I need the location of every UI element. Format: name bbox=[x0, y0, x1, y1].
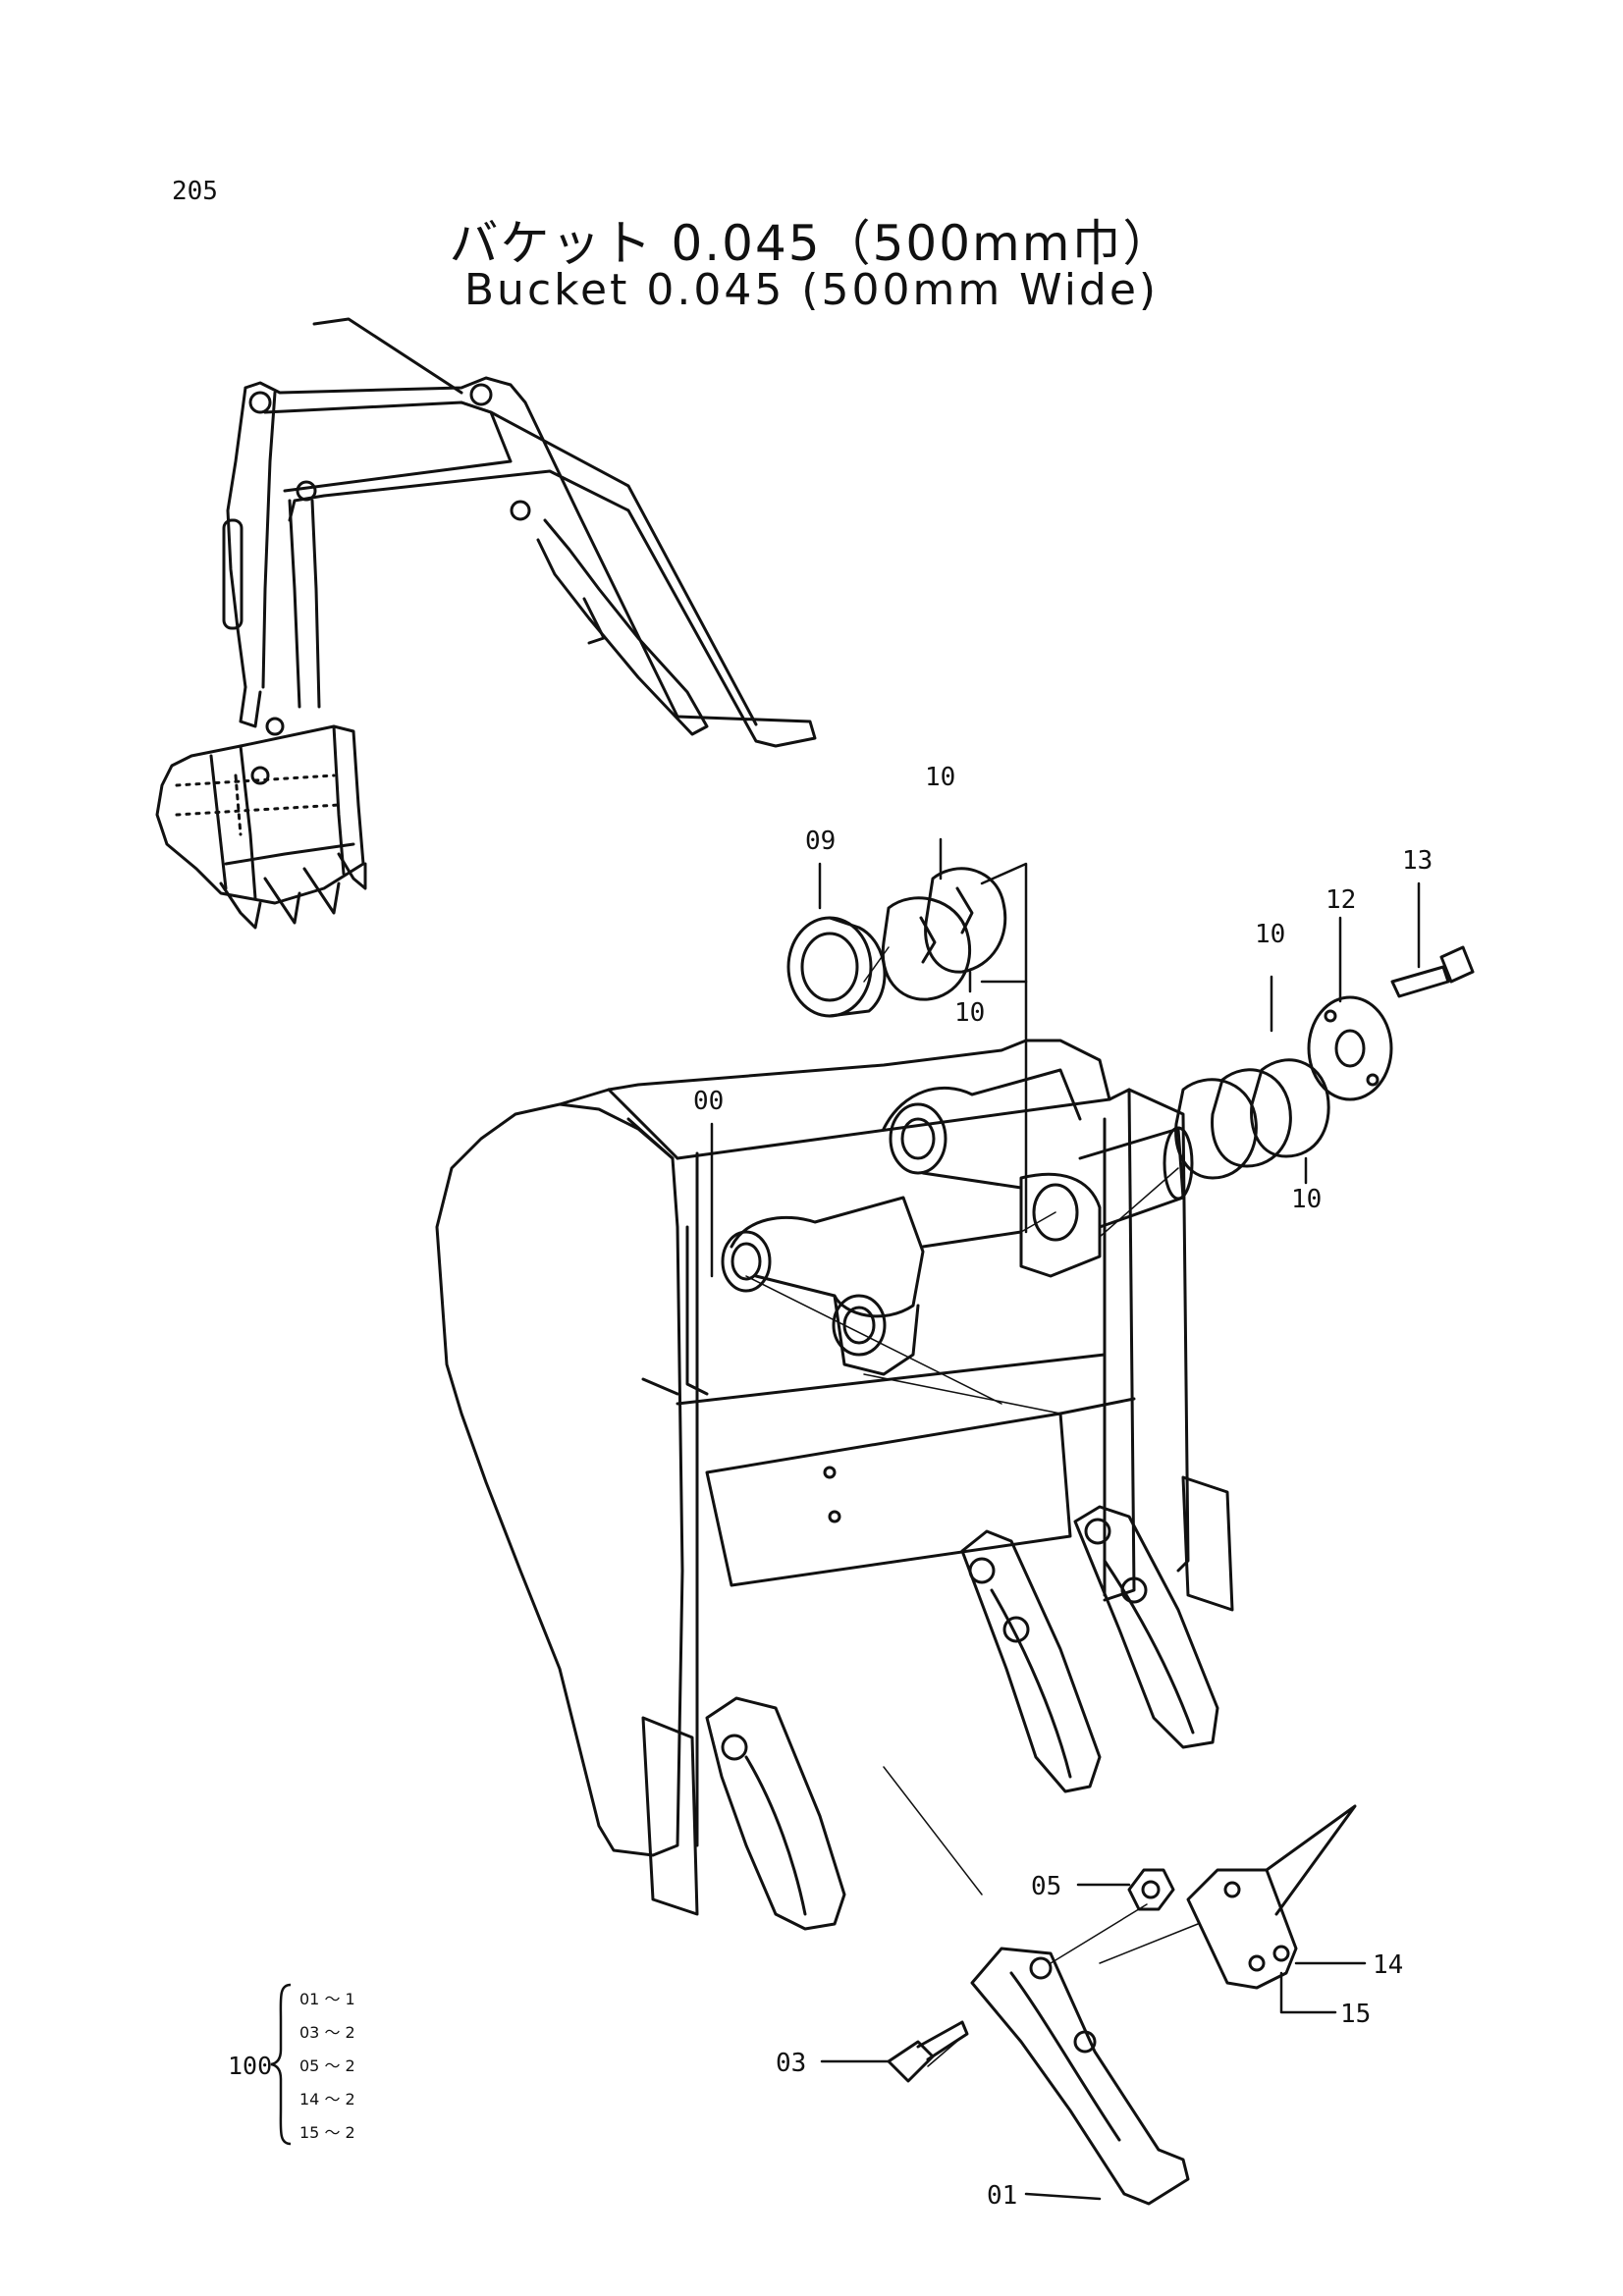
plate-12 bbox=[1307, 995, 1393, 1101]
page-number: 205 bbox=[172, 177, 218, 206]
kit-number: 100 bbox=[228, 2052, 273, 2080]
callout-10-right-bottom: 10 bbox=[1291, 1185, 1322, 1214]
callout-09: 09 bbox=[805, 827, 836, 856]
title-japanese: バケット 0.045（500mm巾） bbox=[449, 215, 1174, 272]
kit-brace bbox=[270, 1983, 292, 2146]
title-english: Bucket 0.045 (500mm Wide) bbox=[463, 265, 1160, 315]
callout-01: 01 bbox=[987, 2181, 1017, 2211]
callout-14: 14 bbox=[1373, 1950, 1403, 1980]
callout-12: 12 bbox=[1325, 885, 1356, 915]
tooth-01 bbox=[970, 1947, 1190, 2206]
nut-05 bbox=[1127, 1868, 1175, 1911]
bolt-13 bbox=[1390, 945, 1475, 998]
main-bucket bbox=[435, 1039, 1234, 1931]
bolt-03 bbox=[887, 2020, 969, 2083]
kit-item: 03 ～ 2 bbox=[299, 2023, 355, 2042]
kit-item: 05 ～ 2 bbox=[299, 2056, 355, 2075]
callout-10-top: 10 bbox=[925, 763, 955, 792]
callout-15: 15 bbox=[1340, 2000, 1371, 2029]
kit-item-list: 01 ～ 1 03 ～ 2 05 ～ 2 14 ～ 2 15 ～ 2 bbox=[299, 1983, 355, 2150]
bushing-09 bbox=[786, 916, 887, 1018]
callout-00: 00 bbox=[693, 1087, 724, 1116]
shims-left bbox=[881, 867, 1007, 1001]
callout-10-right-top: 10 bbox=[1255, 920, 1285, 949]
callout-13: 13 bbox=[1402, 846, 1433, 876]
callout-03: 03 bbox=[776, 2049, 806, 2078]
leader-lines bbox=[710, 837, 1421, 2201]
kit-item: 14 ～ 2 bbox=[299, 2090, 355, 2109]
shims-right bbox=[1174, 1058, 1330, 1180]
kit-item: 15 ～ 2 bbox=[299, 2123, 355, 2142]
side-cutter-14-15 bbox=[1186, 1804, 1357, 1990]
excavator-arm-inset bbox=[155, 317, 817, 930]
callout-05: 05 bbox=[1031, 1872, 1061, 1901]
kit-item: 01 ～ 1 bbox=[299, 1990, 355, 2008]
callout-10-bottom-left: 10 bbox=[954, 998, 985, 1028]
